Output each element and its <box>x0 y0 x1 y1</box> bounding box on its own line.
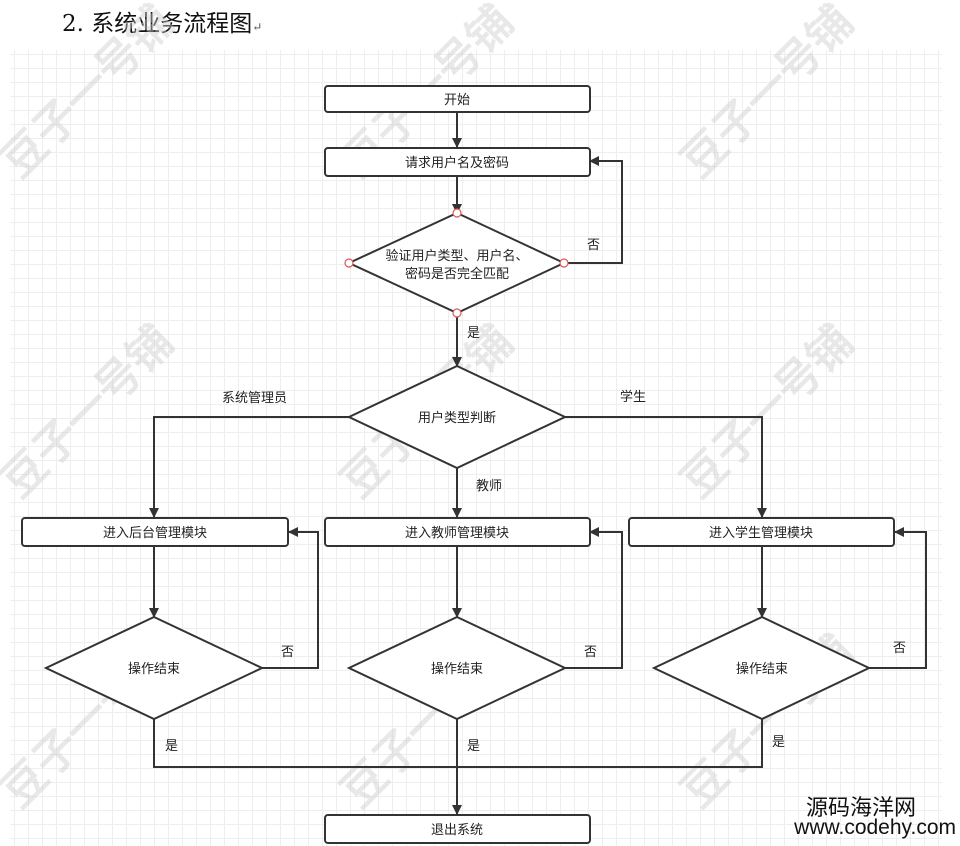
site-url: www.codehy.com <box>794 816 956 839</box>
student-module-label: 进入学生管理模块 <box>709 525 813 541</box>
branch-student-label: 学生 <box>620 389 646 405</box>
watermark: 豆子一号铺 <box>0 0 183 188</box>
edge-labels: 否 是 系统管理员 教师 学生 否 否 否 是 是 是 <box>165 238 906 754</box>
page-heading: 2. 系统业务流程图↵ <box>62 4 262 38</box>
edge-teacher-no-loop <box>565 527 623 669</box>
node-op-end-admin <box>43 615 265 721</box>
node-op-end-teacher <box>346 615 568 721</box>
edge-verify-no-loop <box>564 156 623 264</box>
teacher-yes-label: 是 <box>467 739 480 754</box>
edge-branch-student <box>565 416 767 518</box>
watermark: 豆子一号铺 <box>0 316 183 508</box>
handle-dot <box>452 208 462 218</box>
verify-no-label: 否 <box>587 238 600 253</box>
nodes <box>21 85 895 844</box>
request-login-label: 请求用户名及密码 <box>405 155 509 171</box>
heading-text: 2. 系统业务流程图 <box>62 11 253 37</box>
node-teacher-module <box>324 517 591 547</box>
node-op-end-student <box>651 615 872 721</box>
branch-admin-label: 系统管理员 <box>222 391 287 406</box>
node-labels: 开始 请求用户名及密码 验证用户类型、用户名、 密码是否完全匹配 用户类型判断 … <box>103 93 813 838</box>
handle-dot <box>344 258 354 268</box>
watermark: 豆子一号铺 <box>672 0 864 188</box>
op-end-admin-label: 操作结束 <box>128 661 180 677</box>
edge-branch-admin <box>149 416 349 518</box>
admin-no-label: 否 <box>281 645 294 660</box>
node-request-login <box>324 147 591 177</box>
verify-label-line2: 密码是否完全匹配 <box>405 266 509 282</box>
watermark: 豆子一号铺 <box>672 316 864 508</box>
student-yes-label: 是 <box>772 735 785 750</box>
admin-yes-label: 是 <box>165 739 178 754</box>
node-start <box>324 85 591 113</box>
node-admin-module <box>21 517 289 547</box>
op-end-teacher-label: 操作结束 <box>431 661 483 677</box>
edge-student-no-loop <box>869 527 927 669</box>
edge-admin-yes <box>153 719 457 768</box>
handle-dot <box>452 308 462 318</box>
node-exit <box>324 814 591 844</box>
admin-module-label: 进入后台管理模块 <box>103 526 207 541</box>
teacher-no-label: 否 <box>584 645 597 660</box>
start-label: 开始 <box>444 93 470 108</box>
handle-dot <box>559 258 569 268</box>
verify-label-line1: 验证用户类型、用户名、 <box>385 248 528 264</box>
student-no-label: 否 <box>893 641 906 656</box>
edge-student-yes <box>457 719 763 768</box>
teacher-module-label: 进入教师管理模块 <box>405 525 509 541</box>
branch-teacher-label: 教师 <box>476 478 502 494</box>
user-type-label: 用户类型判断 <box>418 410 496 426</box>
exit-label: 退出系统 <box>431 823 483 838</box>
site-name: 源码海洋网 <box>805 796 916 821</box>
connectors <box>149 112 927 815</box>
node-student-module <box>628 517 895 547</box>
verify-yes-label: 是 <box>467 326 480 341</box>
selection-handles <box>344 208 569 318</box>
return-mark: ↵ <box>252 20 263 34</box>
node-user-type <box>346 364 568 470</box>
edge-admin-no-loop <box>262 527 319 669</box>
op-end-student-label: 操作结束 <box>736 661 788 677</box>
